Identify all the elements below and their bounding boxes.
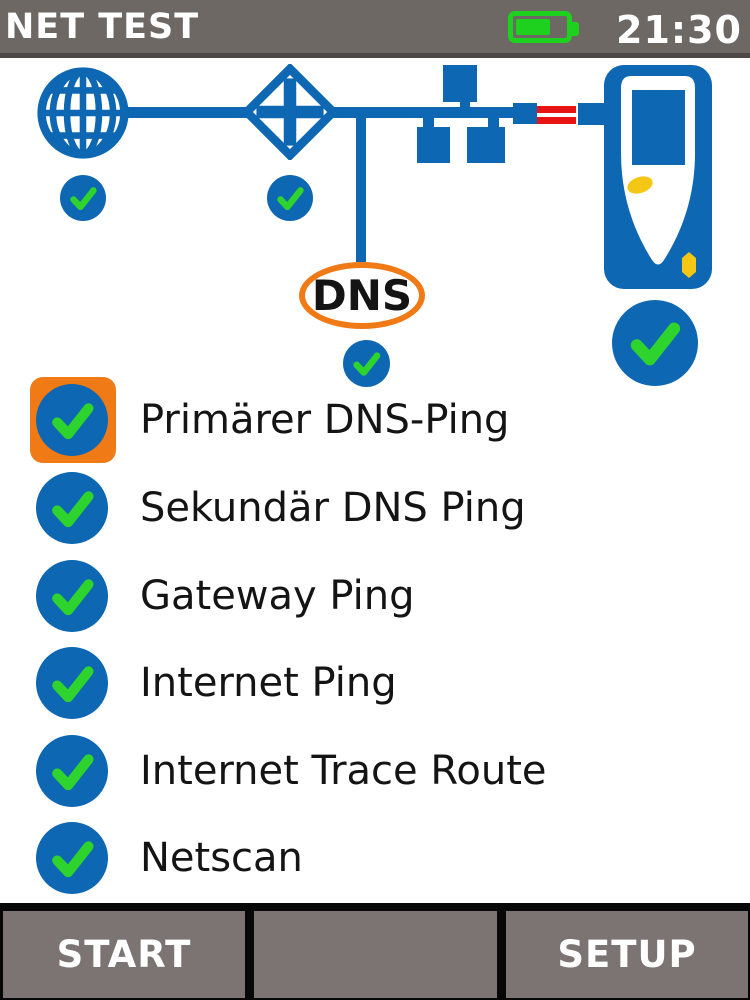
test-label: Internet Ping xyxy=(140,660,397,706)
test-row-internet-ping[interactable]: Internet Ping xyxy=(0,647,397,719)
page-title: NET TEST xyxy=(5,6,200,47)
setup-button[interactable]: SETUP xyxy=(506,911,748,998)
checkbox-checked-icon[interactable] xyxy=(36,384,108,456)
switch-right-node xyxy=(467,127,505,163)
checkbox-checked-icon[interactable] xyxy=(36,735,108,807)
checkbox-checked-icon[interactable] xyxy=(36,560,108,632)
checkbox-checked-icon[interactable] xyxy=(36,472,108,544)
device-pass-check-icon xyxy=(612,300,698,386)
test-label: Primärer DNS-Ping xyxy=(140,397,510,443)
cable-connector-left xyxy=(513,103,537,124)
router-icon xyxy=(242,64,338,160)
start-button[interactable]: START xyxy=(3,911,245,998)
middle-softkey-empty xyxy=(254,911,497,998)
clock-time: 21:30 xyxy=(616,8,742,52)
patch-cable-bottom xyxy=(537,117,576,124)
dns-drop-line xyxy=(356,112,366,262)
tester-device-icon xyxy=(604,65,712,289)
test-row-gateway-ping[interactable]: Gateway Ping xyxy=(0,560,415,632)
internet-globe-icon xyxy=(37,67,129,159)
dns-pass-check-icon xyxy=(343,340,390,387)
battery-fill xyxy=(516,19,550,35)
checkbox-checked-icon[interactable] xyxy=(36,822,108,894)
switch-top-node xyxy=(443,65,477,102)
patch-cable-top xyxy=(537,106,576,113)
globe-pass-check-icon xyxy=(60,175,106,221)
status-bar: NET TEST 21:30 xyxy=(0,0,750,58)
test-row-primary-dns-ping[interactable]: Primärer DNS-Ping xyxy=(0,384,509,456)
softkey-bar: START SETUP xyxy=(0,903,750,1000)
test-label: Internet Trace Route xyxy=(140,748,547,794)
test-label: Netscan xyxy=(140,835,303,881)
test-row-secondary-dns-ping[interactable]: Sekundär DNS Ping xyxy=(0,472,526,544)
switch-stem xyxy=(460,100,470,110)
test-label: Sekundär DNS Ping xyxy=(140,485,526,531)
dns-label: DNS xyxy=(311,271,413,320)
test-row-netscan[interactable]: Netscan xyxy=(0,822,303,894)
dns-bubble: DNS xyxy=(299,262,425,329)
switch-right-stem xyxy=(488,116,499,130)
battery-icon xyxy=(508,11,579,43)
cable-connector-right xyxy=(578,103,606,125)
battery-nub xyxy=(571,22,579,36)
switch-left-node xyxy=(417,127,450,163)
router-pass-check-icon xyxy=(267,175,313,221)
switch-left-stem xyxy=(423,116,434,130)
checkbox-checked-icon[interactable] xyxy=(36,647,108,719)
test-label: Gateway Ping xyxy=(140,573,415,619)
test-row-internet-trace-route[interactable]: Internet Trace Route xyxy=(0,735,546,807)
